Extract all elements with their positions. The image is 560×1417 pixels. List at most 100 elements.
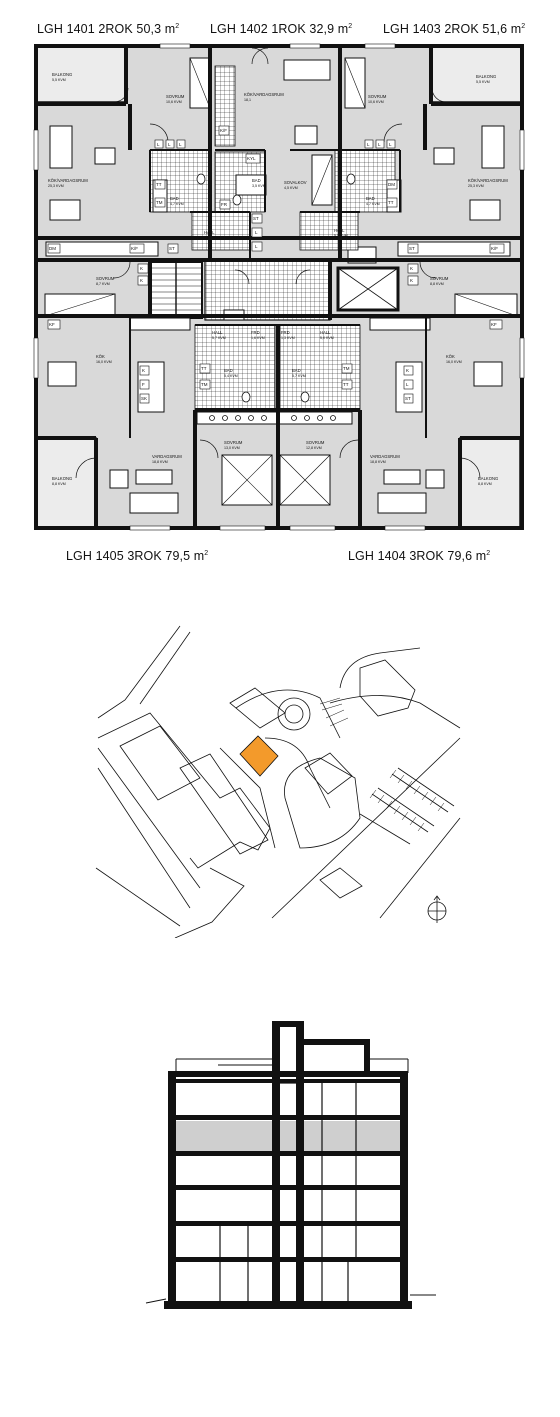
svg-text:KF: KF xyxy=(49,322,55,327)
svg-text:HALL: HALL xyxy=(204,230,215,235)
svg-text:K: K xyxy=(406,368,409,373)
svg-text:SOVRUM: SOVRUM xyxy=(306,440,325,445)
svg-text:KÖK/VARDAGSRUM: KÖK/VARDAGSRUM xyxy=(244,92,284,97)
svg-text:BAD: BAD xyxy=(224,368,233,373)
svg-text:K/F: K/F xyxy=(491,246,498,251)
svg-text:HALL: HALL xyxy=(212,330,223,335)
svg-text:TT: TT xyxy=(156,182,162,187)
svg-text:TM: TM xyxy=(156,200,163,205)
svg-text:L: L xyxy=(179,142,182,147)
doors xyxy=(75,47,481,479)
svg-text:ST: ST xyxy=(409,246,415,251)
balcony-top-left xyxy=(35,45,127,103)
svg-text:F: F xyxy=(142,382,145,387)
svg-text:BALKONG: BALKONG xyxy=(52,476,72,481)
svg-text:FR: FR xyxy=(221,202,228,207)
svg-text:KYL: KYL xyxy=(247,156,256,161)
svg-text:L: L xyxy=(378,142,381,147)
svg-text:5,0 KVM: 5,0 KVM xyxy=(320,336,334,340)
site-plan xyxy=(95,625,461,938)
svg-text:DM: DM xyxy=(49,246,56,251)
svg-text:TM: TM xyxy=(343,366,350,371)
svg-text:HALL: HALL xyxy=(320,330,331,335)
svg-text:25,3 KVM: 25,3 KVM xyxy=(48,184,64,188)
dining-table xyxy=(473,361,503,387)
svg-text:KÖK: KÖK xyxy=(446,354,455,359)
svg-text:8,8 KVM: 8,8 KVM xyxy=(52,482,66,486)
svg-text:18,8 KVM: 18,8 KVM xyxy=(370,460,386,464)
svg-text:10,6 KVM: 10,6 KVM xyxy=(166,100,182,104)
svg-text:SOVRUM: SOVRUM xyxy=(430,276,449,281)
svg-text:FRD: FRD xyxy=(251,330,260,335)
svg-text:SOVALKOV: SOVALKOV xyxy=(284,180,307,185)
svg-text:16,0 KVM: 16,0 KVM xyxy=(446,360,462,364)
svg-text:L: L xyxy=(157,142,160,147)
svg-text:1,3 KVM: 1,3 KVM xyxy=(281,336,295,340)
svg-text:K: K xyxy=(140,278,143,283)
svg-text:12,8 KVM: 12,8 KVM xyxy=(306,446,322,450)
svg-text:TT: TT xyxy=(343,382,349,387)
floor-plan: BALKONG 5,5 KVM SOVRUM 10,6 KVM KÖK/VARD… xyxy=(33,43,525,531)
apartment-label-1404: LGH 1404 3ROK 79,6 m2 xyxy=(348,549,491,563)
svg-text:10,6 KVM: 10,6 KVM xyxy=(368,100,384,104)
svg-text:16,0 KVM: 16,0 KVM xyxy=(96,360,112,364)
svg-text:13,0 KVM: 13,0 KVM xyxy=(224,446,240,450)
dining-table xyxy=(49,199,81,221)
svg-text:VARDAGSRUM: VARDAGSRUM xyxy=(370,454,400,459)
sofa xyxy=(377,492,427,514)
sanitary xyxy=(196,173,356,421)
svg-text:KF: KF xyxy=(491,322,497,327)
svg-text:5,0 KVM: 5,0 KVM xyxy=(334,234,348,238)
balcony-top-right xyxy=(430,45,522,103)
balcony-bottom-left xyxy=(35,437,97,529)
svg-text:SOVRUM: SOVRUM xyxy=(368,94,387,99)
windows xyxy=(33,43,525,531)
svg-text:BALKONG: BALKONG xyxy=(476,74,496,79)
svg-text:18,8 KVM: 18,8 KVM xyxy=(152,460,168,464)
sofa xyxy=(481,125,505,169)
svg-text:BAD: BAD xyxy=(170,196,179,201)
apartment-label-1405: LGH 1405 3ROK 79,5 m2 xyxy=(66,549,209,563)
sofa xyxy=(283,59,331,81)
dining-table xyxy=(469,199,501,221)
svg-text:L: L xyxy=(389,142,392,147)
svg-text:VARDAGSRUM: VARDAGSRUM xyxy=(152,454,182,459)
appliance-labels: L L L L L L DM K/F ST ST K/F K F SK K L … xyxy=(47,125,505,404)
svg-text:5,7 KVM: 5,7 KVM xyxy=(292,374,306,378)
svg-text:4,7 KVM: 4,7 KVM xyxy=(170,202,184,206)
svg-text:8,8 KVM: 8,8 KVM xyxy=(478,482,492,486)
svg-text:K: K xyxy=(140,266,143,271)
apartment-label-1403: LGH 1403 2ROK 51,6 m2 xyxy=(383,22,526,36)
svg-text:KÖK: KÖK xyxy=(96,354,105,359)
svg-text:TM: TM xyxy=(201,382,208,387)
svg-text:K/F: K/F xyxy=(131,246,138,251)
svg-text:5,7 KVM: 5,7 KVM xyxy=(212,336,226,340)
north-arrow-icon xyxy=(427,895,447,923)
svg-text:L: L xyxy=(255,244,258,249)
svg-text:25,3 KVM: 25,3 KVM xyxy=(468,184,484,188)
walls xyxy=(34,44,524,530)
svg-text:SOVRUM: SOVRUM xyxy=(166,94,185,99)
svg-text:ST: ST xyxy=(405,396,411,401)
svg-text:4,7 KVM: 4,7 KVM xyxy=(366,202,380,206)
svg-text:BAD: BAD xyxy=(292,368,301,373)
svg-text:FRD: FRD xyxy=(281,330,290,335)
svg-text:1,6 KVM: 1,6 KVM xyxy=(251,336,265,340)
svg-text:K/F: K/F xyxy=(220,128,227,133)
highlighted-floor xyxy=(172,1121,404,1151)
svg-text:L: L xyxy=(168,142,171,147)
svg-text:ST: ST xyxy=(169,246,175,251)
svg-text:4,5 KVM: 4,5 KVM xyxy=(284,186,298,190)
svg-text:KÖK/VARDAGSRUM: KÖK/VARDAGSRUM xyxy=(468,178,508,183)
svg-text:L: L xyxy=(367,142,370,147)
svg-text:K: K xyxy=(142,368,145,373)
svg-text:BAD: BAD xyxy=(366,196,375,201)
svg-text:SK: SK xyxy=(141,396,147,401)
apartment-label-1401: LGH 1401 2ROK 50,3 m2 xyxy=(37,22,180,36)
svg-text:BAD: BAD xyxy=(252,178,261,183)
svg-text:TT: TT xyxy=(201,366,207,371)
highlighted-building xyxy=(239,735,279,777)
room-labels: BALKONG 5,5 KVM SOVRUM 10,6 KVM KÖK/VARD… xyxy=(48,72,508,486)
dining-table xyxy=(47,361,77,387)
svg-text:ST: ST xyxy=(253,216,259,221)
